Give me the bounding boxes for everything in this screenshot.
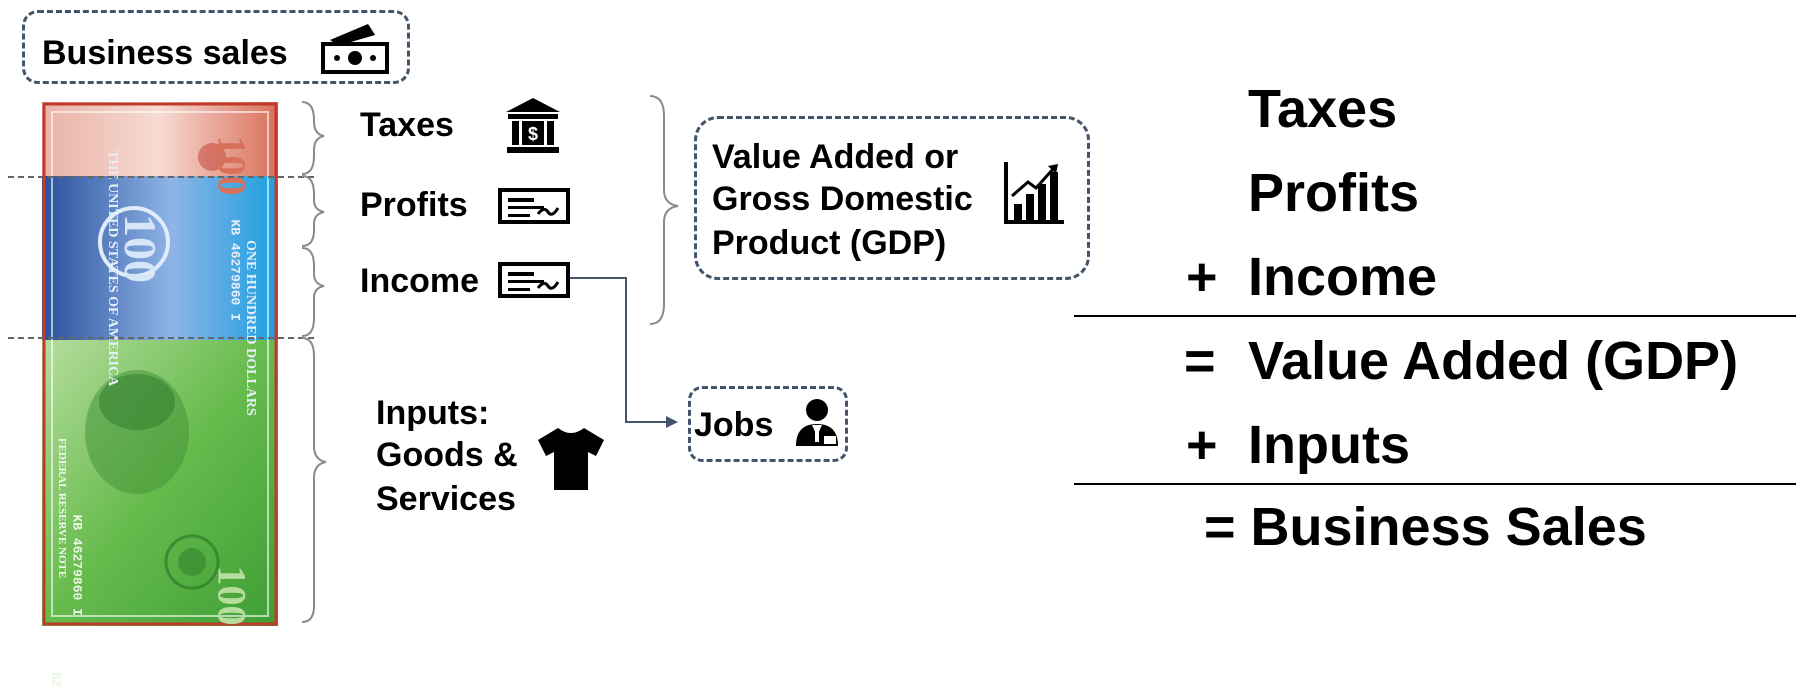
equation-op-plus-inputs: +: [1186, 415, 1218, 475]
equation-rule-2: [1074, 483, 1796, 485]
equation-rule-1: [1074, 315, 1796, 317]
equation-term-value-added: Value Added (GDP): [1248, 331, 1739, 391]
business-sales-label: Business sales: [42, 34, 288, 72]
cash-icon: [320, 22, 390, 74]
taxes-label: Taxes: [360, 106, 454, 144]
equation-result-business-sales: = Business Sales: [1204, 497, 1647, 557]
dollar-bill: 100 100 100 THE UNITED STATES OF AMERICA…: [42, 102, 278, 687]
jobs-label: Jobs: [694, 406, 774, 444]
income-jobs-connector: [570, 277, 678, 428]
tshirt-icon: [536, 426, 606, 492]
inputs-label-line2: Goods &: [376, 436, 518, 474]
inputs-label-line3: Services: [376, 480, 516, 518]
bill-text-right: ONE HUNDRED DOLLARS: [243, 240, 258, 416]
bill-denomination-bottom: 100: [209, 565, 255, 626]
divider-bottom: [8, 337, 314, 339]
bill-text-left: FEDERAL RESERVE NOTE: [56, 438, 68, 579]
bank-icon: $: [504, 96, 562, 154]
equation-op-equals-gdp: =: [1184, 331, 1216, 391]
check-icon: [498, 188, 570, 224]
profits-label: Profits: [360, 186, 468, 224]
divider-top: [8, 176, 314, 178]
equation-term-inputs: Inputs: [1248, 415, 1410, 475]
equation-term-income: Income: [1248, 247, 1438, 307]
bill-series: B2: [48, 671, 64, 687]
bill-denomination-top: 100: [209, 135, 255, 196]
bill-denomination-middle: 100: [115, 214, 166, 283]
inputs-label-line1: Inputs:: [376, 394, 490, 432]
equation-op-plus-income: +: [1186, 247, 1218, 307]
equation-term-taxes: Taxes: [1248, 79, 1398, 139]
gdp-label-line3: Product (GDP): [712, 224, 947, 262]
svg-text:$: $: [528, 124, 538, 144]
gdp-label-line1: Value Added or: [712, 138, 959, 176]
business-sales-box: [22, 10, 410, 84]
income-label: Income: [360, 262, 480, 300]
equation-term-profits: Profits: [1248, 163, 1420, 223]
bar-chart-icon: [1004, 160, 1066, 224]
bill-serial-middle: KB 46279860 I: [227, 219, 243, 321]
bill-serial-bottom: KB 46279860 I: [69, 514, 85, 616]
gdp-brace: [649, 95, 679, 325]
worker-icon: [794, 398, 840, 448]
gdp-box: [694, 116, 1090, 280]
component-braces: [301, 101, 327, 623]
gdp-label-line2: Gross Domestic: [712, 180, 973, 218]
jobs-box: [688, 386, 848, 462]
check-icon: [498, 262, 570, 298]
